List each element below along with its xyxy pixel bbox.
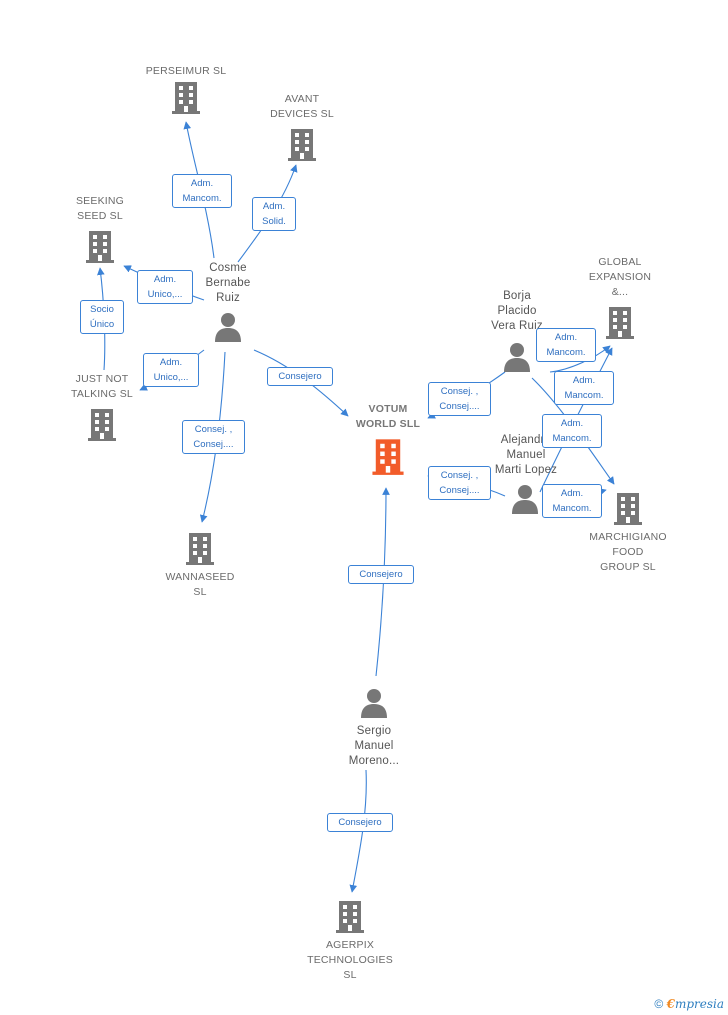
- company-label: AVANT DEVICES SL: [270, 93, 334, 120]
- company-label: WANNASEED SL: [165, 571, 235, 598]
- building-icon: [372, 439, 404, 475]
- edge-label-justnot-seeking[interactable]: Socio Único: [80, 300, 124, 334]
- building-icon: [86, 231, 114, 263]
- edge-sergio-votum: [375, 487, 390, 677]
- edge-label-borja-votum[interactable]: Consej. , Consej....: [428, 382, 491, 416]
- edge-label-cosme-perseimur[interactable]: Adm. Mancom.: [172, 174, 232, 208]
- person-label: Borja Placido Vera Ruiz: [491, 290, 543, 332]
- person-alejandro-manuel-marti-lopez[interactable]: Alejandro Manuel Marti Lopez: [478, 433, 574, 514]
- edge-label-borja-marchigiano[interactable]: Adm. Mancom.: [542, 414, 602, 448]
- edge-label-alejandro-votum[interactable]: Consej. , Consej....: [428, 466, 491, 500]
- person-icon: [361, 689, 387, 718]
- company-label: GLOBAL EXPANSION &...: [588, 256, 652, 298]
- edge-label-sergio-votum[interactable]: Consejero: [348, 565, 414, 584]
- person-borja-placido-vera-ruiz[interactable]: Borja Placido Vera Ruiz: [470, 289, 564, 372]
- company-label: JUST NOT TALKING SL: [71, 373, 133, 400]
- building-icon: [336, 901, 364, 933]
- person-label: Alejandro Manuel Marti Lopez: [494, 434, 558, 476]
- building-icon: [614, 493, 642, 525]
- company-label: MARCHIGIANO FOOD GROUP SL: [589, 531, 667, 573]
- person-icon: [504, 343, 530, 372]
- edge-label-cosme-wannaseed[interactable]: Consej. , Consej....: [182, 420, 245, 454]
- building-icon: [186, 533, 214, 565]
- person-icon: [215, 313, 241, 342]
- company-wannaseed[interactable]: WANNASEED SL: [140, 530, 260, 600]
- company-label: PERSEIMUR SL: [145, 65, 227, 77]
- edge-label-alejandro-marchigiano[interactable]: Adm. Mancom.: [542, 484, 602, 518]
- building-icon: [172, 82, 200, 114]
- person-sergio-manuel-moreno[interactable]: Sergio Manuel Moreno...: [326, 688, 422, 769]
- person-icon: [512, 485, 538, 514]
- company-marchigiano-food-group[interactable]: MARCHIGIANO FOOD GROUP SL: [568, 490, 688, 575]
- edge-label-cosme-votum[interactable]: Consejero: [267, 367, 333, 386]
- person-label: Sergio Manuel Moreno...: [348, 725, 400, 767]
- edge-label-sergio-agerpix[interactable]: Consejero: [327, 813, 393, 832]
- edge-label-alejandro-global[interactable]: Adm. Mancom.: [554, 371, 614, 405]
- edge-label-borja-global[interactable]: Adm. Mancom.: [536, 328, 596, 362]
- edge-label-cosme-justnot[interactable]: Adm. Unico,...: [143, 353, 199, 387]
- company-votum-world[interactable]: VOTUM WORLD SLL: [328, 402, 448, 476]
- building-icon: [606, 307, 634, 339]
- company-global-expansion[interactable]: GLOBAL EXPANSION &...: [560, 255, 680, 340]
- empresia-logo: €mpresia: [666, 997, 724, 1011]
- copyright-icon: ©: [654, 997, 664, 1011]
- person-label: Cosme Bernabe Ruiz: [205, 262, 251, 304]
- company-label: AGERPIX TECHNOLOGIES SL: [307, 939, 393, 981]
- footer-brand: © €mpresia: [654, 997, 724, 1011]
- building-icon: [288, 129, 316, 161]
- company-avant-devices[interactable]: AVANT DEVICES SL: [242, 92, 362, 162]
- company-just-not-talking[interactable]: JUST NOT TALKING SL: [42, 372, 162, 442]
- company-label: VOTUM WORLD SLL: [355, 403, 421, 430]
- company-label: SEEKING SEED SL: [75, 195, 125, 222]
- building-icon: [88, 409, 116, 441]
- edge-label-cosme-seeking[interactable]: Adm. Unico,...: [137, 270, 193, 304]
- edge-label-cosme-avant[interactable]: Adm. Solid.: [252, 197, 296, 231]
- company-agerpix-technologies[interactable]: AGERPIX TECHNOLOGIES SL: [290, 898, 410, 983]
- company-perseimur[interactable]: PERSEIMUR SL: [126, 64, 246, 115]
- person-cosme-bernabe-ruiz[interactable]: Cosme Bernabe Ruiz: [180, 261, 276, 342]
- company-seeking-seed[interactable]: SEEKING SEED SL: [40, 194, 160, 264]
